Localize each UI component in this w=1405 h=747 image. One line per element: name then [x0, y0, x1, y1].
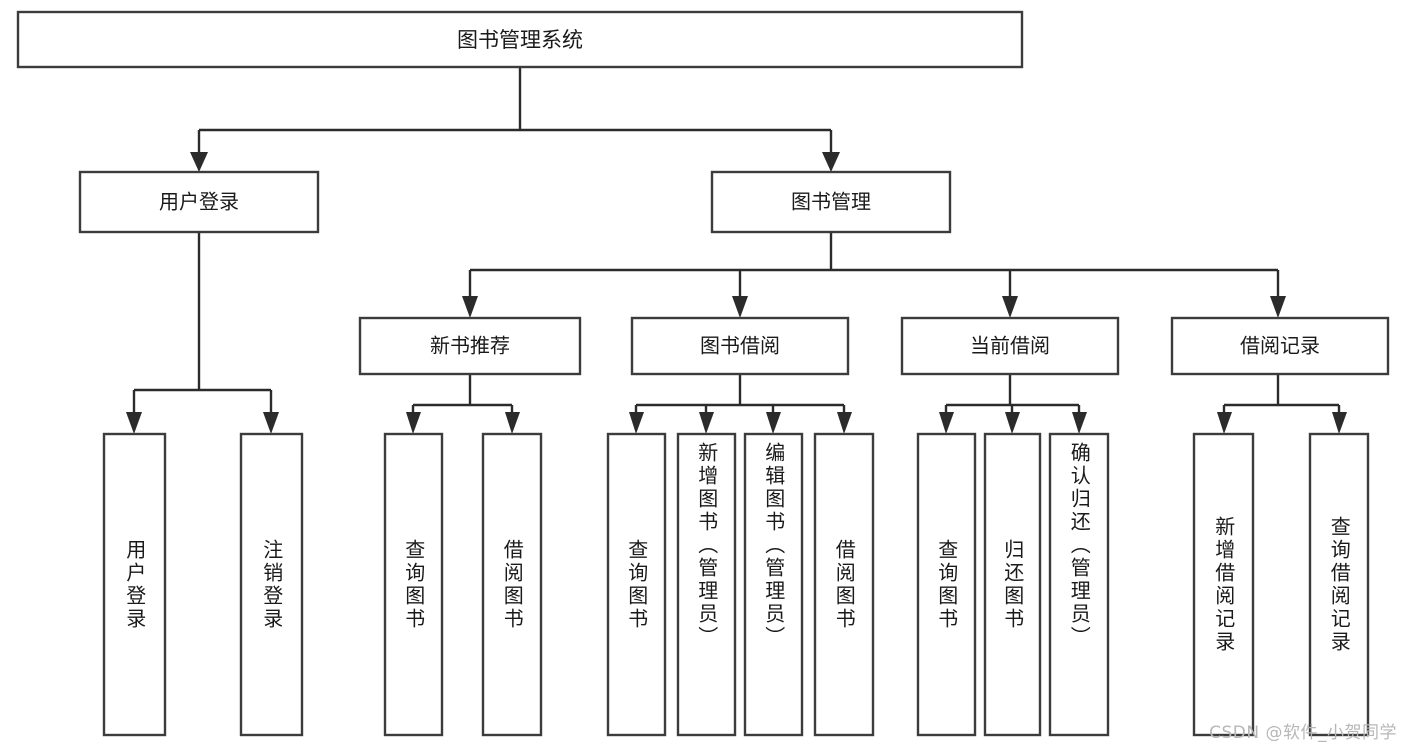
- connector-group-book-borrow: [629, 374, 852, 434]
- node-user-login-box[interactable]: [78, 170, 320, 234]
- node-book-borrow-label: 图书借阅: [700, 334, 780, 358]
- arrowhead-leaf-edit-book: [766, 412, 781, 434]
- leaf-box-return-book[interactable]: [983, 432, 1042, 737]
- node-root[interactable]: 图书管理系统: [16, 10, 1024, 69]
- watermark-text: CSDN @软件_小贺同学: [1209, 723, 1397, 743]
- arrowhead-leaf-query-book-3: [939, 412, 954, 434]
- arrowhead-new-book-recommend: [462, 296, 478, 318]
- arrowhead-leaf-return-book: [1005, 412, 1020, 434]
- node-new-book-recommend-box[interactable]: [358, 316, 582, 376]
- node-book-manage[interactable]: 图书管理: [710, 170, 952, 234]
- arrowhead-leaf-user-login: [126, 412, 142, 434]
- node-current-borrow[interactable]: 当前借阅: [900, 316, 1120, 376]
- leaf-box-borrow-book-1[interactable]: [481, 432, 543, 737]
- leaf-box-query-book-1[interactable]: [383, 432, 444, 737]
- connector-group-user-login: [126, 232, 279, 434]
- node-book-borrow[interactable]: 图书借阅: [630, 316, 850, 376]
- leaf-boxes-group: [102, 432, 1370, 737]
- leaf-box-query-book-3[interactable]: [916, 432, 977, 737]
- arrowhead-book-manage: [822, 152, 840, 172]
- leaf-box-confirm-return[interactable]: [1048, 432, 1110, 737]
- leaf-box-query-book-2[interactable]: [606, 432, 667, 737]
- node-book-manage-box[interactable]: [710, 170, 952, 234]
- arrowhead-leaf-borrow-book-1: [505, 412, 520, 434]
- node-current-borrow-box[interactable]: [900, 316, 1120, 376]
- leaf-box-user-login[interactable]: [102, 432, 167, 737]
- connector-group-borrow-record: [1217, 374, 1347, 434]
- leaf-box-query-record[interactable]: [1308, 432, 1370, 737]
- connector-group-root: [190, 67, 840, 172]
- node-borrow-record[interactable]: 借阅记录: [1170, 316, 1390, 376]
- arrowhead-current-borrow: [1002, 296, 1018, 318]
- arrowhead-borrow-record: [1270, 296, 1286, 318]
- leaf-box-edit-book[interactable]: [743, 432, 804, 737]
- node-book-borrow-box[interactable]: [630, 316, 850, 376]
- node-borrow-record-box[interactable]: [1170, 316, 1390, 376]
- node-borrow-record-label: 借阅记录: [1240, 334, 1320, 358]
- arrowhead-leaf-query-record: [1332, 412, 1347, 434]
- arrowhead-leaf-query-book-2: [629, 412, 644, 434]
- node-user-login-label: 用户登录: [159, 190, 239, 214]
- node-current-borrow-label: 当前借阅: [970, 334, 1050, 358]
- connector-group-new-book-recommend: [406, 374, 520, 434]
- leaf-box-add-record[interactable]: [1192, 432, 1255, 737]
- arrowhead-leaf-query-book-1: [406, 412, 421, 434]
- node-book-manage-label: 图书管理: [791, 190, 871, 214]
- arrowhead-leaf-add-record: [1217, 412, 1232, 434]
- arrowhead-leaf-add-book: [699, 412, 714, 434]
- arrowhead-leaf-confirm-return: [1072, 412, 1087, 434]
- node-user-login[interactable]: 用户登录: [78, 170, 320, 234]
- leaf-box-borrow-book-2[interactable]: [813, 432, 875, 737]
- leaf-box-add-book[interactable]: [676, 432, 737, 737]
- node-new-book-recommend[interactable]: 新书推荐: [358, 316, 582, 376]
- node-root-box[interactable]: [16, 10, 1024, 69]
- node-root-label: 图书管理系统: [457, 28, 583, 52]
- node-new-book-recommend-label: 新书推荐: [430, 334, 510, 358]
- leaf-box-logout[interactable]: [239, 432, 304, 737]
- arrowhead-book-borrow: [732, 296, 748, 318]
- arrowhead-leaf-borrow-book-2: [837, 412, 852, 434]
- connector-group-current-borrow: [939, 374, 1087, 434]
- connector-group-book-manage: [462, 232, 1286, 318]
- arrowhead-leaf-logout: [263, 412, 279, 434]
- arrowhead-user-login: [190, 152, 208, 172]
